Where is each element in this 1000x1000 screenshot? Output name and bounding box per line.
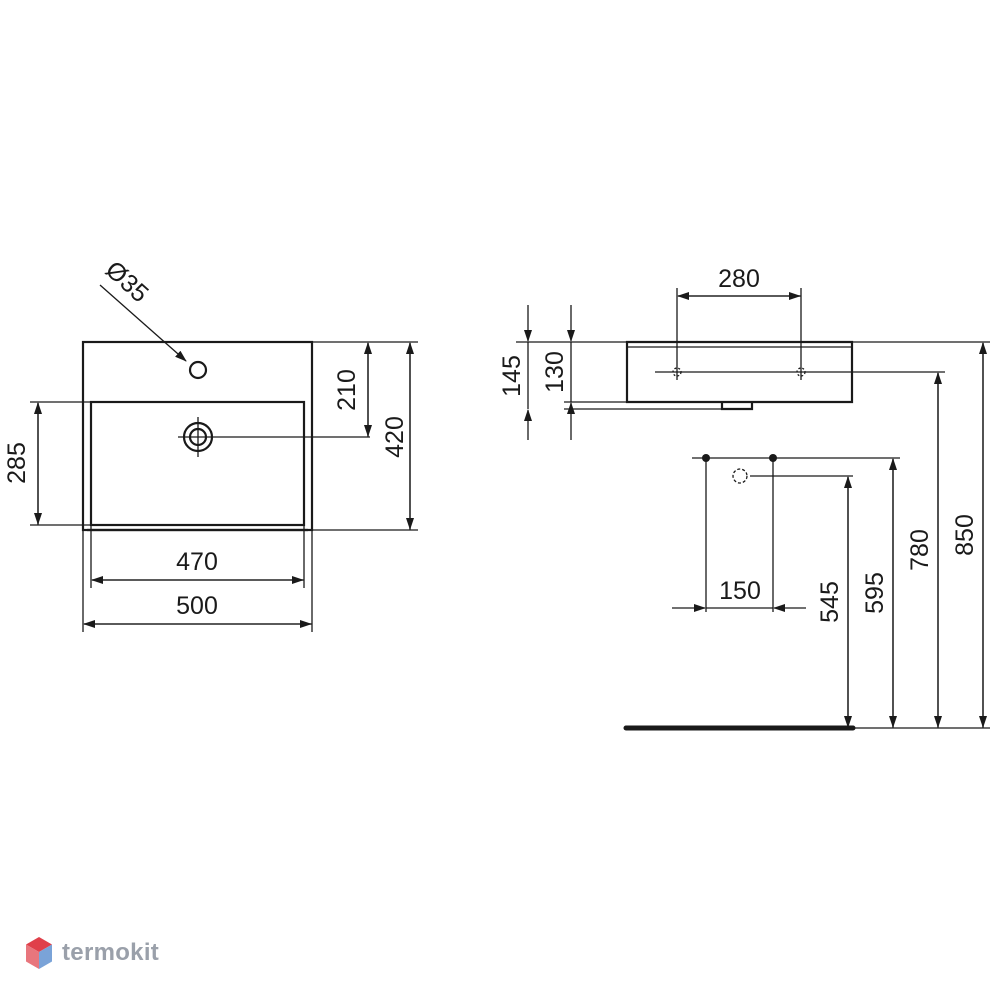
- fix-hole-left: [672, 367, 682, 377]
- dim-145-label: 145: [498, 355, 526, 397]
- watermark-text: termokit: [62, 939, 160, 966]
- dim-595-label: 595: [861, 572, 889, 614]
- dim-150-label: 150: [719, 577, 761, 605]
- dim-500-label: 500: [176, 592, 218, 620]
- dim-850-label: 850: [951, 514, 979, 556]
- dim-545-label: 545: [816, 581, 844, 623]
- fix-hole-right: [796, 367, 806, 377]
- hole-leader: [99, 284, 187, 362]
- watermark: termokit: [24, 936, 159, 970]
- dim-285-label: 285: [3, 442, 31, 484]
- dim-130-label: 130: [541, 351, 569, 393]
- tap-hole: [188, 360, 208, 380]
- front-view: Ø35 210 420 285 470 500: [3, 256, 418, 632]
- termokit-logo-icon: [26, 937, 52, 969]
- basin-side-profile: [625, 340, 854, 404]
- dim-420-label: 420: [381, 416, 409, 458]
- dim-470-label: 470: [176, 548, 218, 576]
- dim-280-label: 280: [718, 265, 760, 293]
- dim-780-label: 780: [906, 529, 934, 571]
- drain-stub: [720, 402, 754, 411]
- waste-point: [732, 468, 748, 484]
- hole-diameter-label: Ø35: [100, 256, 154, 308]
- side-view: 280 145 130 150 545: [498, 265, 990, 731]
- dim-210-label: 210: [333, 369, 361, 411]
- basin-bowl: [89, 400, 306, 527]
